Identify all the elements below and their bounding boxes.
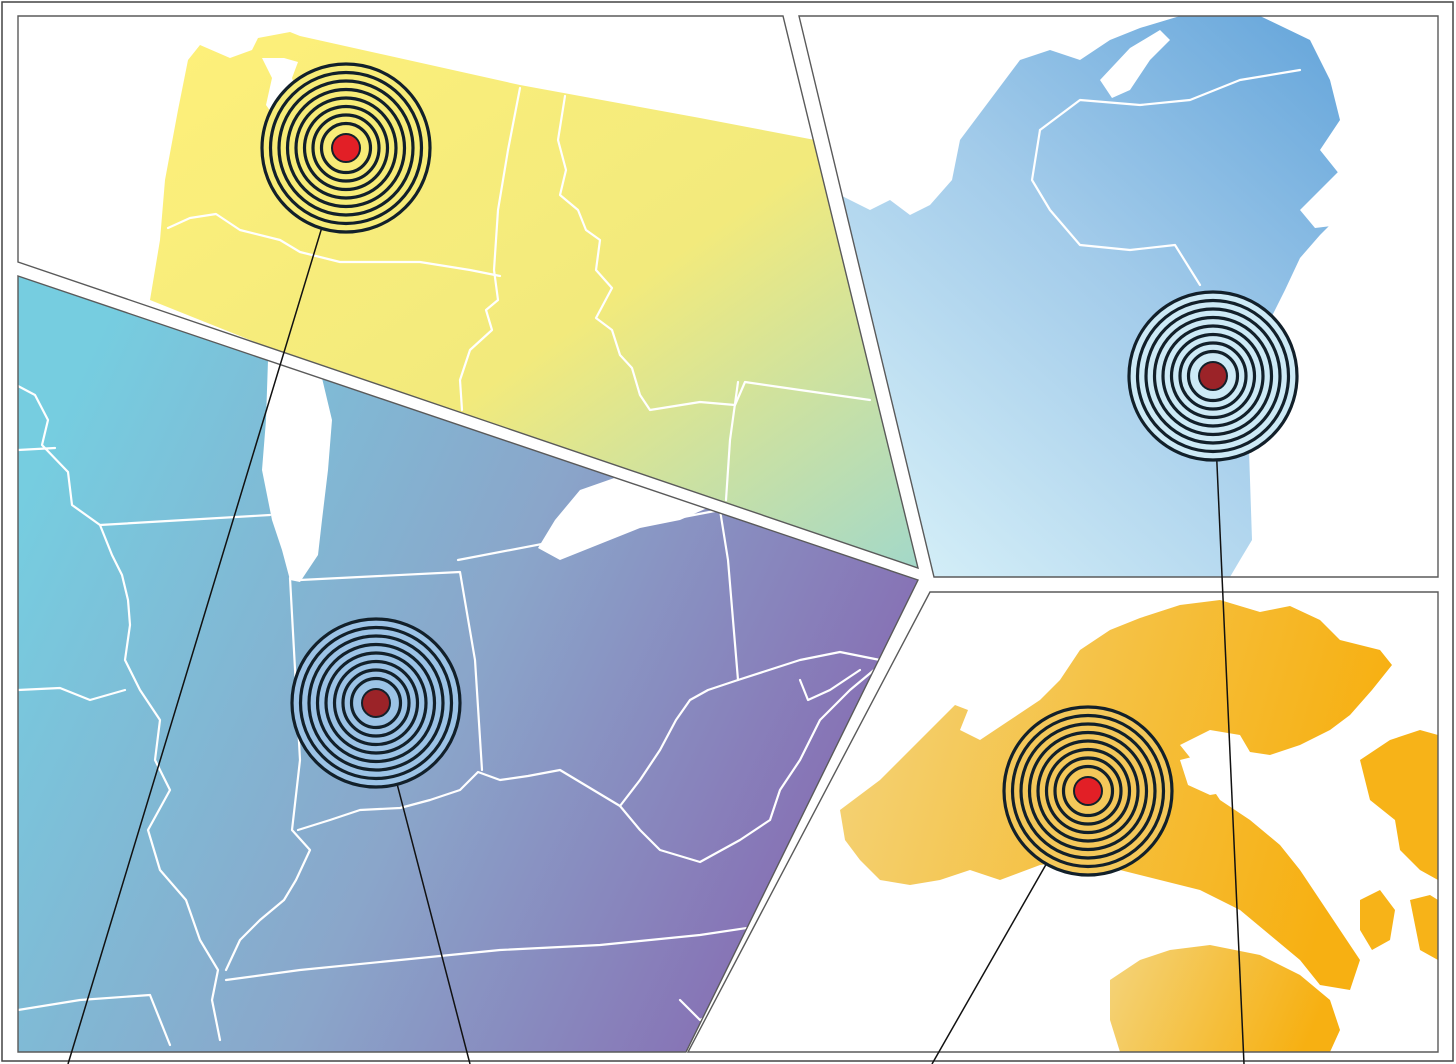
panel-northwest-frame bbox=[17, 15, 919, 570]
panel-archipelago-frame bbox=[686, 591, 1439, 1053]
target-center-dot-northwest bbox=[331, 133, 361, 163]
target-center-dot-midwest bbox=[361, 688, 391, 718]
targets-layer bbox=[260, 62, 1299, 877]
target-rings-icon-northwest bbox=[260, 62, 432, 234]
target-center-dot-archipelago bbox=[1073, 776, 1103, 806]
panel-midwest bbox=[18, 276, 918, 1052]
lake-michigan-shape bbox=[262, 345, 332, 582]
leader-line-northwest bbox=[67, 147, 347, 1064]
panel-northeast bbox=[840, 16, 1362, 577]
panel-northeast-frame bbox=[798, 15, 1439, 578]
target-center-dot-northeast bbox=[1198, 361, 1228, 391]
leader-line-northeast bbox=[1212, 375, 1245, 1064]
panel-midwest-frame bbox=[17, 275, 919, 1053]
target-rings-icon-northeast bbox=[1127, 290, 1299, 462]
target-rings-icon-archipelago bbox=[1002, 705, 1174, 877]
target-rings-icon-midwest bbox=[290, 617, 462, 789]
archipelago-south-island bbox=[1110, 945, 1340, 1052]
archipelago-east-islands bbox=[1360, 730, 1438, 880]
midwest-region-shape bbox=[18, 276, 918, 1052]
